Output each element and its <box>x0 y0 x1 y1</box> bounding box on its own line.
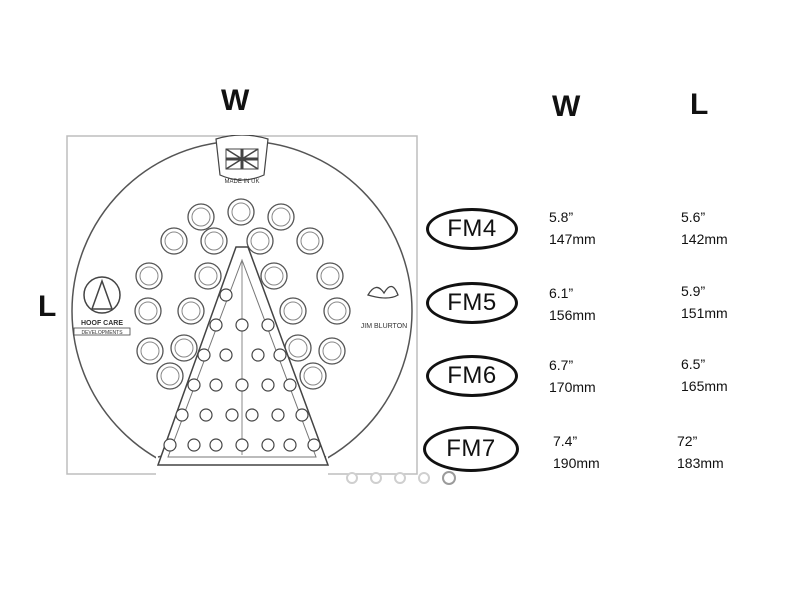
hole-inner <box>164 231 184 251</box>
hole-inner <box>139 266 159 286</box>
width-label: W <box>221 84 250 117</box>
hole-inner <box>264 266 284 286</box>
hole-inner <box>138 301 158 321</box>
table-header-length: L <box>690 88 709 121</box>
length-value-fm4: 5.6”142mm <box>681 209 728 247</box>
hole-inner <box>327 301 347 321</box>
pin <box>283 438 297 452</box>
hole-inner <box>174 338 194 358</box>
made-in-uk-badge: MADE IN UK <box>215 135 269 185</box>
size-row-fm7: FM7 7.4”190mm 72”183mm <box>423 424 786 474</box>
pin <box>197 348 211 362</box>
pin <box>295 408 309 422</box>
size-row-fm4: FM4 5.8”147mm 5.6”142mm <box>426 206 786 256</box>
jim-blurton-logo: JIM BLURTON <box>361 285 407 330</box>
hole-inner <box>322 341 342 361</box>
svg-text:JIM BLURTON: JIM BLURTON <box>361 323 407 330</box>
pin <box>163 438 177 452</box>
hole-inner <box>303 366 323 386</box>
hoof-pad-diagram: MADE IN UK HOOF CARE DEVELOPMENTS JIM BL… <box>66 135 418 475</box>
carousel-indicators <box>346 471 456 485</box>
pin <box>209 378 223 392</box>
model-badge-fm7: FM7 <box>423 426 519 472</box>
pin <box>261 438 275 452</box>
pin <box>307 438 321 452</box>
hole-inner <box>181 301 201 321</box>
width-value-fm6: 6.7”170mm <box>549 357 596 395</box>
carousel-dot-3[interactable] <box>394 472 406 484</box>
hoof-care-logo: HOOF CARE DEVELOPMENTS <box>73 276 131 336</box>
width-value-fm5: 6.1”156mm <box>549 285 596 323</box>
size-row-fm5: FM5 6.1”156mm 5.9”151mm <box>426 280 786 330</box>
hole-inner <box>140 341 160 361</box>
hole-inner <box>198 266 218 286</box>
width-value-fm7: 7.4”190mm <box>553 433 600 471</box>
carousel-dot-2[interactable] <box>370 472 382 484</box>
pin <box>273 348 287 362</box>
pin <box>175 408 189 422</box>
length-value-fm6: 6.5”165mm <box>681 356 728 394</box>
hole-inner <box>320 266 340 286</box>
svg-text:HOOF CARE: HOOF CARE <box>81 320 123 327</box>
hole-inner <box>288 338 308 358</box>
pin <box>271 408 285 422</box>
carousel-dot-5[interactable] <box>442 471 456 485</box>
width-value-fm4: 5.8”147mm <box>549 209 596 247</box>
pin <box>187 438 201 452</box>
hole-inner <box>300 231 320 251</box>
svg-text:DEVELOPMENTS: DEVELOPMENTS <box>81 330 123 336</box>
hole-inner <box>160 366 180 386</box>
carousel-dot-1[interactable] <box>346 472 358 484</box>
hole-inner <box>204 231 224 251</box>
pin <box>235 318 249 332</box>
hole-inner <box>250 231 270 251</box>
hoof-pad-svg: MADE IN UK HOOF CARE DEVELOPMENTS JIM BL… <box>66 135 418 475</box>
pin <box>187 378 201 392</box>
pin <box>199 408 213 422</box>
hole-inner <box>271 207 291 227</box>
length-label: L <box>38 290 57 323</box>
pin <box>209 318 223 332</box>
model-badge-fm4: FM4 <box>426 208 518 250</box>
hole-inner <box>191 207 211 227</box>
hole-pattern <box>134 198 351 390</box>
size-row-fm6: FM6 6.7”170mm 6.5”165mm <box>426 353 786 403</box>
hole-inner <box>231 202 251 222</box>
length-value-fm5: 5.9”151mm <box>681 283 728 321</box>
model-badge-fm6: FM6 <box>426 355 518 397</box>
hole-inner <box>283 301 303 321</box>
length-value-fm7: 72”183mm <box>677 433 724 471</box>
pin <box>225 408 239 422</box>
frog-pins <box>163 288 321 452</box>
carousel-dot-4[interactable] <box>418 472 430 484</box>
pin <box>235 438 249 452</box>
pin <box>219 348 233 362</box>
pin <box>245 408 259 422</box>
pin <box>209 438 223 452</box>
pin <box>251 348 265 362</box>
model-badge-fm5: FM5 <box>426 282 518 324</box>
table-header-width: W <box>552 90 581 123</box>
pin <box>219 288 233 302</box>
badge-text: MADE IN UK <box>224 179 259 185</box>
pin <box>261 318 275 332</box>
pin <box>283 378 297 392</box>
pin <box>261 378 275 392</box>
pin <box>235 378 249 392</box>
